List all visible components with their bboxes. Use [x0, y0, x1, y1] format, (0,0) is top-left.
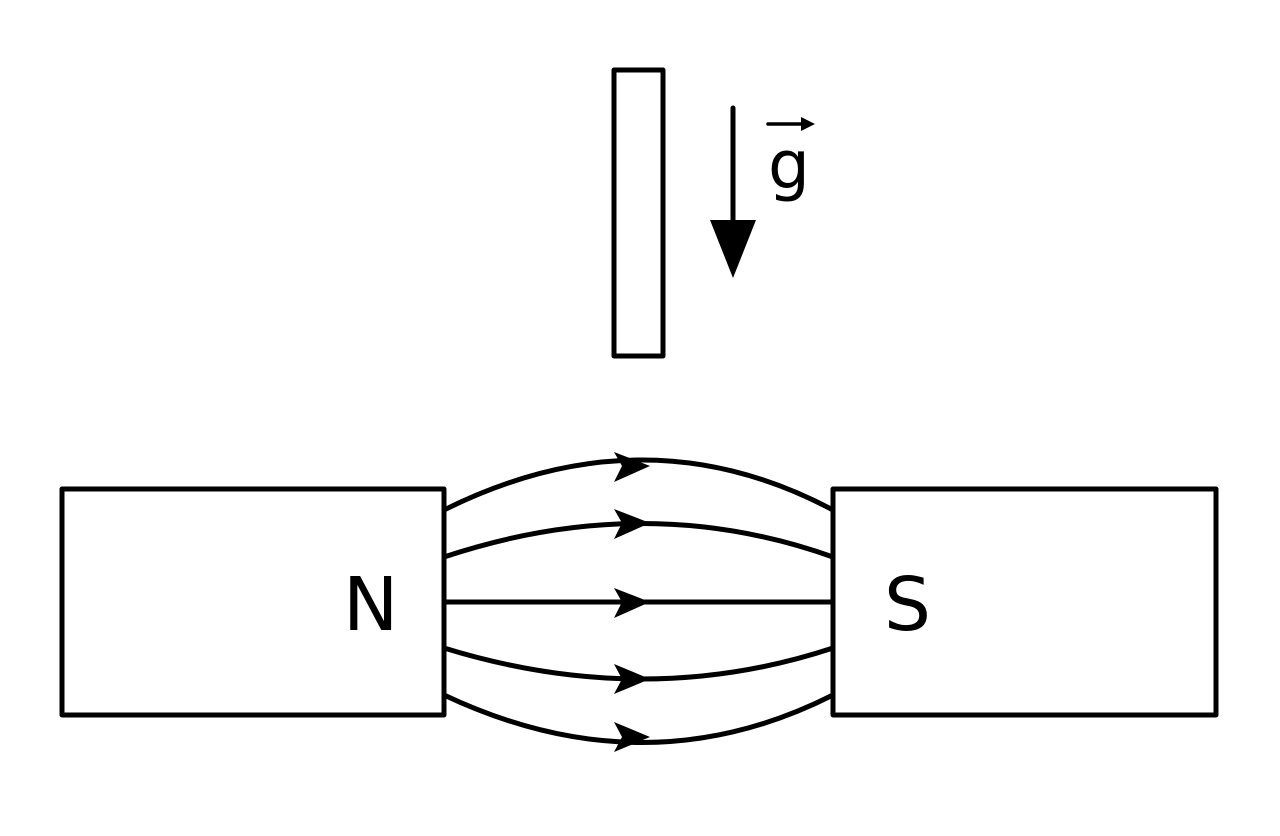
- north-pole-label: N: [343, 562, 398, 648]
- north-magnet-body: [59, 486, 447, 718]
- field-arrow-1: [614, 452, 650, 482]
- gravity-label: g: [768, 127, 810, 204]
- field-line-5: [441, 692, 836, 745]
- south-pole-label: S: [884, 562, 931, 648]
- north-magnet: N: [59, 486, 447, 718]
- field-line-2: [441, 521, 836, 560]
- field-arrow-5: [614, 722, 650, 752]
- vector-arrow-icon: [766, 117, 815, 131]
- field-arrow-4: [614, 664, 650, 694]
- gravity-vector: g: [710, 105, 815, 278]
- field-arrow-2: [614, 509, 650, 539]
- field-line-1: [441, 457, 836, 513]
- field-arrow-3: [614, 588, 650, 618]
- falling-rod: [611, 67, 666, 359]
- gravity-arrowhead: [710, 220, 756, 278]
- south-magnet: S: [830, 486, 1219, 718]
- south-magnet-body: [830, 486, 1219, 718]
- field-lines: [441, 452, 836, 752]
